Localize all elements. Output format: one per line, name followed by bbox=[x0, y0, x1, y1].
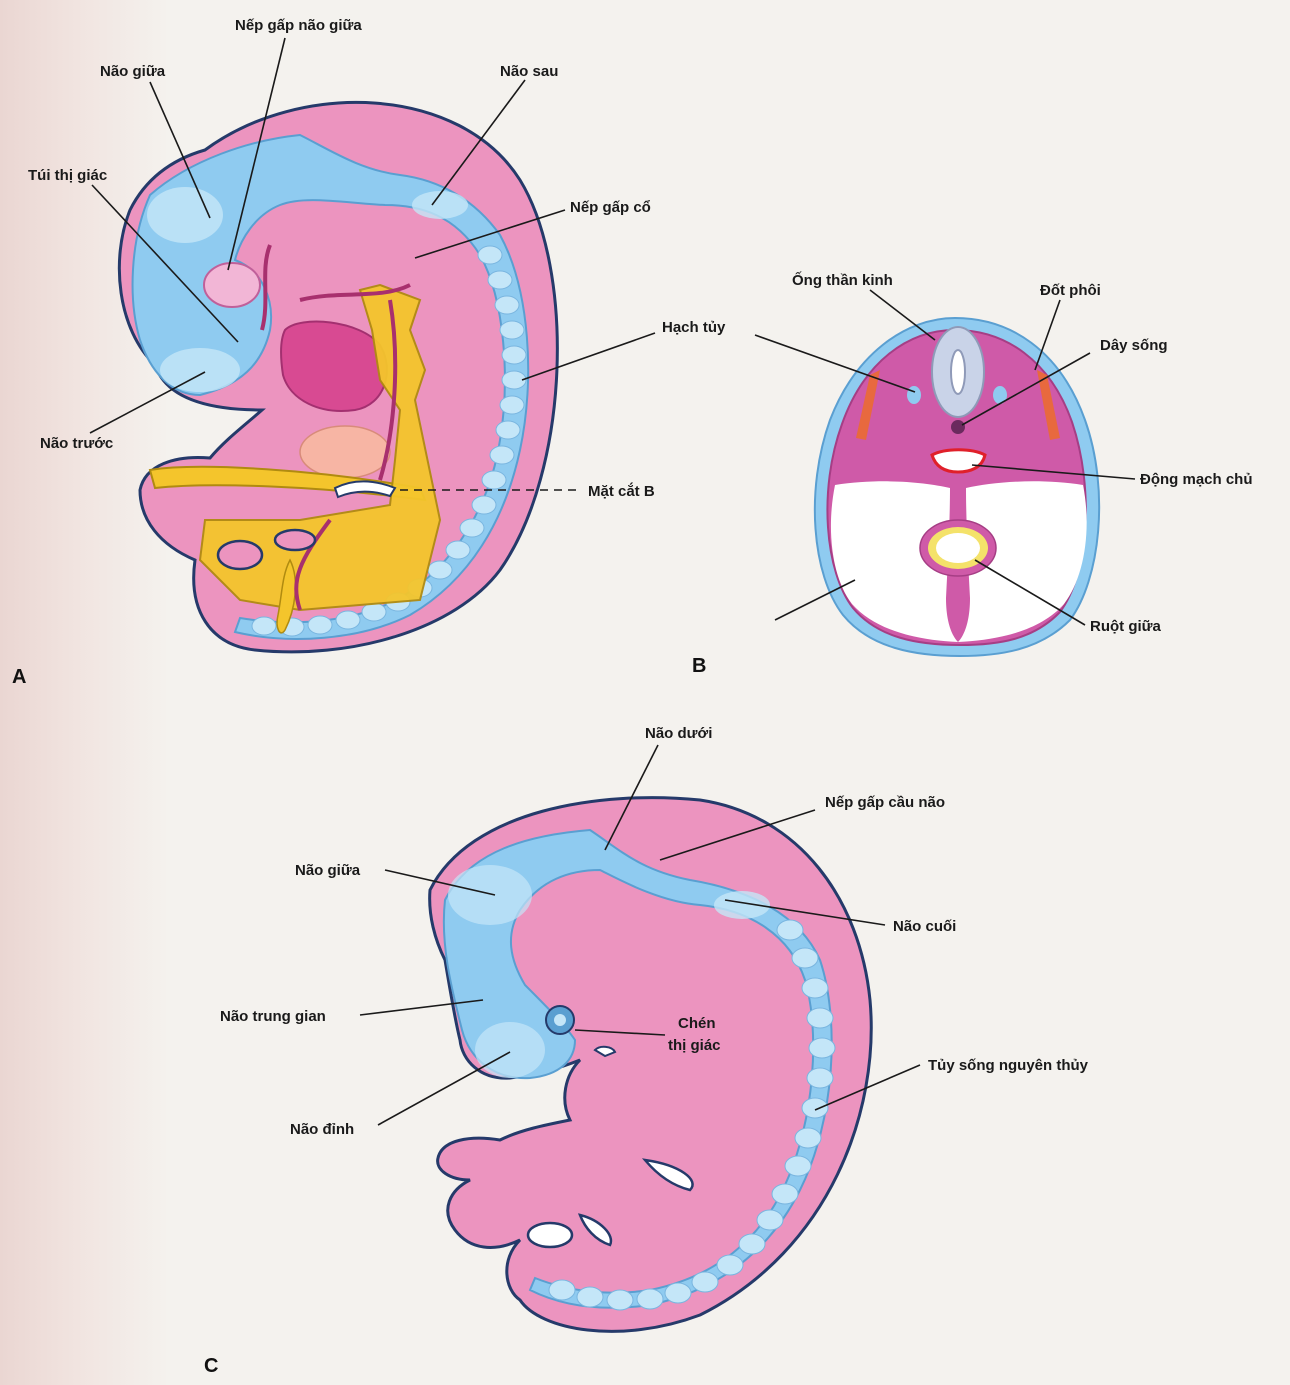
label-hach-tuy: Hạch tủy bbox=[662, 319, 726, 336]
panel-b-coelom-left bbox=[830, 481, 958, 642]
panel-b-notochord bbox=[951, 420, 965, 434]
panel-a-labels: Nếp gấp não giữa Não giữa Não sau Túi th… bbox=[12, 17, 726, 688]
panel-a-tail-loop bbox=[216, 539, 264, 571]
panel-a-section-opening bbox=[333, 480, 397, 499]
label-chen-line-1: Chén bbox=[678, 1015, 716, 1032]
label-nao-truoc: Não trước bbox=[40, 435, 113, 452]
label-chen-line-2: thị giác bbox=[668, 1037, 721, 1054]
panel-c-telencephalon-lobe bbox=[475, 1022, 545, 1078]
panel-c-embryo-drawing bbox=[428, 796, 873, 1333]
panel-a-somites bbox=[251, 245, 527, 637]
panel-a-liver bbox=[299, 425, 391, 479]
label-nao-sau: Não sau bbox=[500, 63, 558, 80]
panel-c-limb-cleft-upper bbox=[641, 1158, 694, 1192]
panel-c-optic-cup-center bbox=[554, 1014, 566, 1026]
panel-c-body bbox=[428, 796, 873, 1333]
panel-c-hindbrain-lobe bbox=[714, 891, 770, 919]
label-nep-gap-co: Nếp gấp cổ bbox=[570, 199, 651, 216]
panel-a-vessels bbox=[260, 244, 411, 611]
panel-b-labels: Ống thần kinh Đốt phôi Dây sống Động mạc… bbox=[692, 271, 1253, 677]
panel-b-somite-right bbox=[1037, 370, 1060, 440]
panel-letter-a: A bbox=[12, 666, 26, 688]
panel-b-neural-canal bbox=[950, 349, 966, 395]
label-nep-gap-cau-nao: Nếp gấp cầu não bbox=[825, 794, 945, 811]
panel-c-leaders bbox=[359, 744, 921, 1126]
panel-c-limb-cleft-lower bbox=[526, 1221, 574, 1249]
panel-letter-c: C bbox=[204, 1355, 218, 1377]
panel-c-stomodeum bbox=[593, 1045, 617, 1058]
panel-c-labels: Não dưới Nếp gấp cầu não Não giữa Não cu… bbox=[204, 725, 1089, 1377]
panel-a-leaders bbox=[89, 37, 656, 491]
panel-b-midgut bbox=[936, 533, 980, 563]
panel-b-coelom-right bbox=[958, 481, 1087, 642]
label-nao-trung-gian: Não trung gian bbox=[220, 1008, 326, 1025]
panel-c-midbrain-lobe bbox=[448, 865, 532, 925]
label-tui-thi-giac: Túi thị giác bbox=[28, 167, 107, 184]
panel-c-spinal-segments bbox=[548, 919, 836, 1311]
panel-letter-b: B bbox=[692, 655, 706, 677]
panel-a-embryo-drawing bbox=[117, 100, 559, 654]
panel-a-hindbrain-lobe bbox=[412, 191, 468, 219]
label-tuy-song-nguyen-thuy: Tủy sống nguyên thủy bbox=[928, 1057, 1089, 1074]
panel-b-ganglion-right bbox=[993, 386, 1007, 404]
label-nep-gap-nao-giua: Nếp gấp não giữa bbox=[235, 17, 362, 34]
label-nao-dinh: Não đỉnh bbox=[290, 1121, 354, 1138]
label-day-song: Dây sống bbox=[1100, 337, 1168, 354]
label-ruot-giua: Ruột giữa bbox=[1090, 618, 1162, 635]
panel-a-forebrain-lobe bbox=[160, 348, 240, 392]
panel-b-ganglion-left bbox=[907, 386, 921, 404]
label-mat-cat-b: Mặt cắt B bbox=[588, 482, 655, 500]
label-nao-giua-c: Não giữa bbox=[295, 862, 361, 879]
label-ong-than-kinh: Ống thần kinh bbox=[792, 271, 893, 289]
label-nao-giua-a: Não giữa bbox=[100, 63, 166, 80]
panel-a-optic-vesicle bbox=[203, 262, 261, 308]
panel-b-aorta bbox=[930, 448, 987, 474]
label-nao-duoi: Não dưới bbox=[645, 725, 712, 742]
panel-b-cross-section bbox=[813, 316, 1101, 658]
panel-a-hindgut-loop bbox=[273, 528, 317, 552]
panel-b-somite-left bbox=[856, 370, 880, 440]
panel-a-yolk-sac bbox=[198, 283, 442, 612]
label-dong-mach-chu: Động mạch chủ bbox=[1140, 471, 1253, 488]
panel-a-midbrain-lobe bbox=[147, 187, 223, 243]
label-nao-cuoi: Não cuối bbox=[893, 918, 956, 935]
panel-c-tail-cleft bbox=[577, 1213, 613, 1247]
panel-b-leaders bbox=[754, 289, 1136, 626]
label-dot-phoi: Đốt phôi bbox=[1040, 282, 1101, 299]
panel-a-heart bbox=[279, 320, 388, 412]
